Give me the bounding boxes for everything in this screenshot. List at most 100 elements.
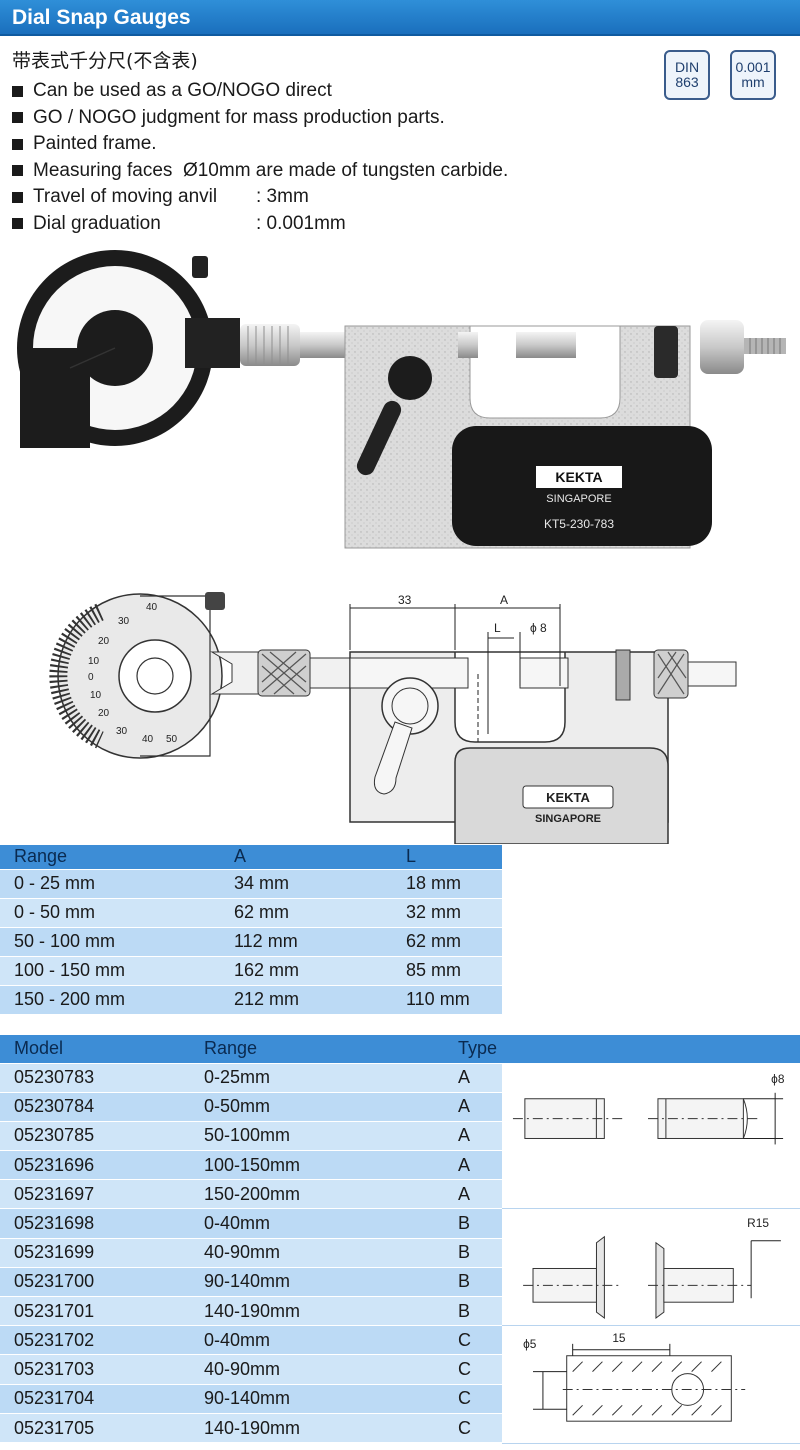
cell: 05231703 (0, 1354, 190, 1385)
cell: 05230784 (0, 1091, 190, 1122)
brand-sub-text: SINGAPORE (546, 493, 611, 505)
cell: 05231699 (0, 1237, 190, 1268)
drawing-knob-icon (205, 592, 225, 610)
badge-line: DIN (674, 59, 700, 75)
cell: 150 - 200 mm (0, 984, 220, 1014)
cell: 05231701 (0, 1295, 190, 1326)
feature-item: GO / NOGO judgment for mass production p… (12, 105, 508, 132)
dim-a-label: A (500, 593, 508, 607)
col-range-header: Range (190, 1035, 442, 1063)
cell: A (442, 1150, 502, 1180)
cell: 05231696 (0, 1150, 190, 1180)
fixed-anvil (458, 332, 478, 358)
cell: B (442, 1266, 502, 1297)
cell: 05231697 (0, 1179, 190, 1209)
cell: 0-50mm (190, 1091, 442, 1122)
drawing-lock-knob (381, 677, 439, 735)
cell: 110 mm (392, 984, 502, 1014)
cell: 05231700 (0, 1266, 190, 1297)
feature-item: Dial graduation: 0.001mm (12, 211, 508, 238)
cell: B (442, 1237, 502, 1268)
cell: A (442, 1120, 502, 1151)
cell: C (442, 1325, 502, 1355)
cell: C (442, 1383, 502, 1414)
drawing-dial-hub (118, 639, 192, 713)
dial-scale-numbers: 40 30 20 10 0 10 20 30 40 50 (88, 602, 178, 745)
moving-anvil (516, 332, 576, 358)
type-b-diagram: R15 (502, 1209, 800, 1326)
bullet-icon (12, 165, 23, 177)
cell: 0-40mm (190, 1208, 442, 1239)
feature-item: Measuring faces Ø10mm are made of tungst… (12, 158, 508, 185)
col-range-header: Range (0, 845, 220, 869)
dial-knob-icon (192, 256, 208, 278)
cell: A (442, 1179, 502, 1209)
dial-number: 40 (142, 734, 154, 745)
technical-drawing: 40 30 20 10 0 10 20 30 40 50 KEKTA SINGA… (49, 592, 737, 844)
range-table-header: Range A L (0, 845, 502, 869)
cell: 212 mm (220, 984, 392, 1014)
type-b-radius-label: R15 (747, 1216, 769, 1230)
bullet-icon (12, 138, 23, 150)
dim-l-label: L (494, 621, 501, 635)
cell: 150-200mm (190, 1179, 442, 1209)
page-title: Dial Snap Gauges (12, 6, 191, 29)
cell: 32 mm (392, 897, 502, 927)
cell: B (442, 1295, 502, 1326)
dial-number: 30 (118, 616, 130, 627)
chinese-subtitle: 带表式千分尺(不含表) (12, 50, 198, 72)
resolution-badge: 0.001 mm (730, 50, 776, 100)
dial-number: 10 (88, 656, 100, 667)
dial-number: 50 (166, 734, 178, 745)
cell: 62 mm (220, 897, 392, 927)
cell: 05231702 (0, 1325, 190, 1355)
dial-number: 40 (146, 602, 158, 613)
cell: 0-25mm (190, 1062, 442, 1093)
col-a-header: A (220, 845, 392, 869)
cell: 100-150mm (190, 1150, 442, 1180)
type-c-length-label: 15 (612, 1331, 626, 1345)
cell: B (442, 1208, 502, 1239)
dial-number: 10 (90, 690, 102, 701)
cell: 100 - 150 mm (0, 955, 220, 985)
badge-line: 863 (675, 74, 699, 90)
spindle (300, 332, 350, 358)
feature-item: Travel of moving anvil: 3mm (12, 184, 508, 211)
feature-text: Measuring faces Ø10mm are made of tungst… (33, 159, 509, 181)
adjust-knob (700, 320, 744, 374)
cell: A (442, 1091, 502, 1122)
brand-logo-text: KEKTA (555, 469, 602, 485)
feature-text: Painted frame. (33, 133, 157, 155)
cell: 0-40mm (190, 1325, 442, 1355)
feature-text: Travel of moving anvil (33, 186, 218, 208)
type-a-diagram: ϕ8 (502, 1063, 800, 1209)
cell: 05231705 (0, 1412, 190, 1443)
cell: 90-140mm (190, 1266, 442, 1297)
cell: 162 mm (220, 955, 392, 985)
cell: 140-190mm (190, 1412, 442, 1443)
dial-number: 0 (88, 672, 94, 683)
dim-33-label: 33 (398, 593, 412, 607)
dial-needle (69, 347, 116, 369)
badge-line: mm (741, 74, 765, 90)
cell: A (442, 1062, 502, 1093)
feature-list: Can be used as a GO/NOGO direct GO / NOG… (12, 78, 508, 237)
drawing-brand-logo (522, 785, 614, 809)
type-a-phi-label: ϕ8 (771, 1072, 785, 1086)
feature-text: Dial graduation (33, 212, 161, 234)
cell: 18 mm (392, 868, 502, 898)
type-c-diagram: ϕ5 15 (502, 1326, 800, 1444)
product-photo: KEKTA SINGAPORE KT5-230-783 (17, 250, 786, 549)
col-type-header: Type (442, 1035, 502, 1063)
drawing-brand-text: KEKTA (546, 790, 590, 805)
